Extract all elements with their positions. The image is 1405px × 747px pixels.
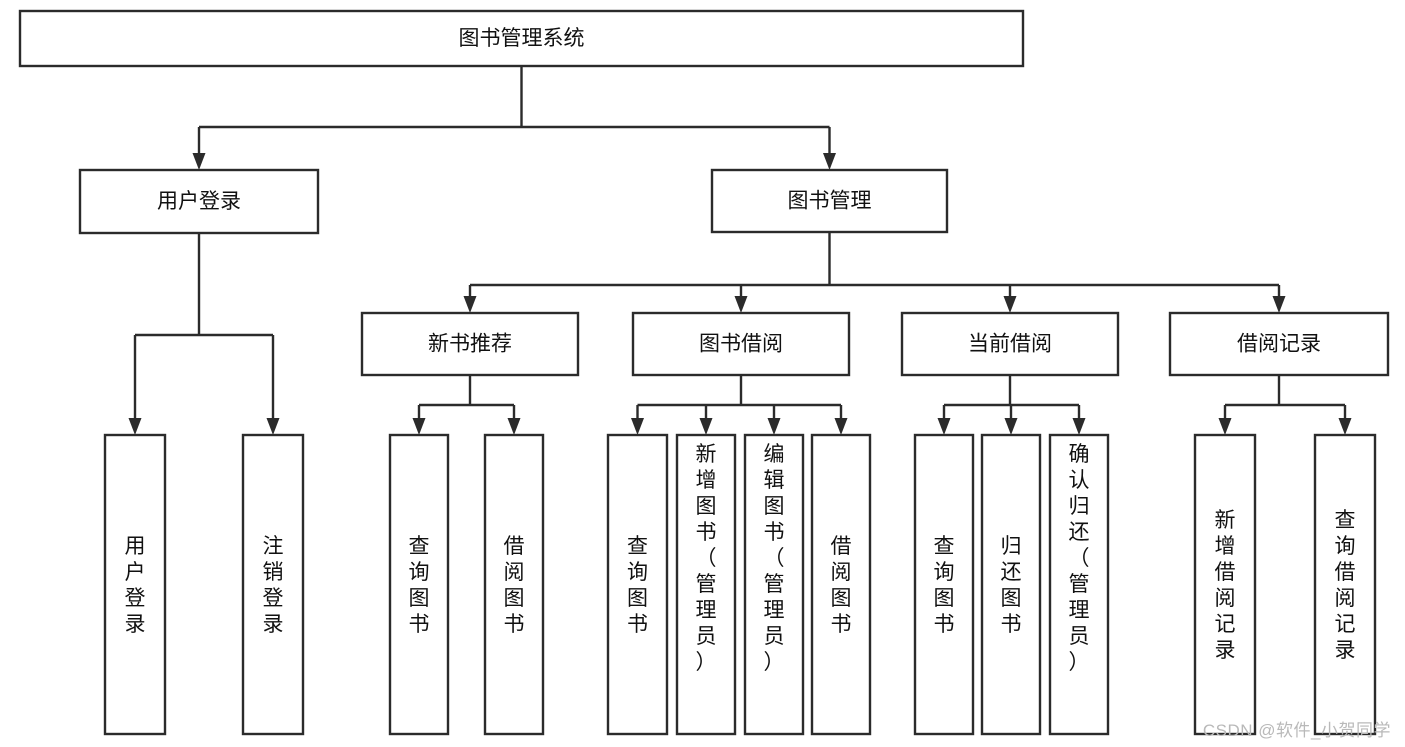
edge-arrowhead	[823, 153, 836, 170]
edge-arrowhead	[937, 418, 951, 435]
edge-arrowhead	[128, 418, 142, 435]
node-label: 新书推荐	[428, 333, 512, 356]
node-leaf-return-book[interactable]: 归还图书	[980, 433, 1042, 736]
edge-arrowhead	[1272, 296, 1286, 313]
edge-arrowhead	[1003, 296, 1017, 313]
node-box	[900, 311, 1120, 377]
node-borrow-record[interactable]: 借阅记录	[1168, 311, 1390, 377]
edge-arrowhead	[834, 418, 848, 435]
node-box	[913, 433, 975, 736]
edge-e-bm-bus	[463, 232, 1286, 313]
edge-arrowhead	[507, 418, 521, 435]
node-label: 查询图书	[934, 535, 955, 636]
node-box	[710, 168, 949, 234]
node-box	[675, 433, 737, 736]
node-leaf-logout[interactable]: 注销登录	[241, 433, 305, 736]
node-leaf-confirm-return[interactable]: 确认归还（管理员）	[1048, 433, 1110, 736]
node-box	[606, 433, 669, 736]
node-box	[388, 433, 450, 736]
node-box	[1313, 433, 1377, 736]
node-leaf-query-record[interactable]: 查询借阅记录	[1313, 433, 1377, 736]
node-box	[743, 433, 805, 736]
node-label: 新增图书（管理员）	[696, 443, 717, 674]
node-label: 用户登录	[157, 190, 241, 213]
node-box	[78, 168, 320, 235]
node-book-borrow[interactable]: 图书借阅	[631, 311, 851, 377]
edge-arrowhead	[266, 418, 280, 435]
node-user-login[interactable]: 用户登录	[78, 168, 320, 235]
node-leaf-query-book-3[interactable]: 查询图书	[913, 433, 975, 736]
node-label: 借阅图书	[504, 535, 525, 636]
edge-e-nbr-bus	[412, 375, 521, 435]
node-label: 图书管理	[788, 190, 872, 213]
node-leaf-add-record[interactable]: 新增借阅记录	[1193, 433, 1257, 736]
node-box	[241, 433, 305, 736]
edge-arrowhead	[1004, 418, 1018, 435]
node-label: 图书借阅	[699, 333, 783, 356]
edge-e-root-bus	[192, 66, 836, 170]
node-book-manage[interactable]: 图书管理	[710, 168, 949, 234]
node-leaf-user-login[interactable]: 用户登录	[103, 433, 167, 736]
edge-arrowhead	[631, 418, 644, 435]
node-leaf-add-book[interactable]: 新增图书（管理员）	[675, 433, 737, 736]
edge-arrowhead	[192, 153, 206, 170]
node-label: 图书管理系统	[459, 27, 585, 50]
node-box	[1168, 311, 1390, 377]
edge-e-br-bus	[1218, 375, 1352, 435]
node-leaf-borrow-book-1[interactable]: 借阅图书	[483, 433, 545, 736]
node-box	[1193, 433, 1257, 736]
edge-arrowhead	[767, 418, 781, 435]
node-label: 查询图书	[409, 535, 430, 636]
edge-arrowhead	[1218, 418, 1232, 435]
edge-e-cb-bus	[937, 375, 1086, 435]
node-box	[980, 433, 1042, 736]
node-label: 借阅图书	[831, 535, 852, 636]
edge-arrowhead	[463, 296, 477, 313]
edge-e-ul-bus	[128, 233, 280, 435]
csdn-watermark: CSDN @软件_小贺同学	[1202, 721, 1391, 740]
node-box	[103, 433, 167, 736]
node-label: 新增借阅记录	[1215, 509, 1236, 662]
node-label: 归还图书	[1001, 535, 1022, 636]
node-box	[631, 311, 851, 377]
node-leaf-query-book-2[interactable]: 查询图书	[606, 433, 669, 736]
node-box	[1048, 433, 1110, 736]
edge-arrowhead	[412, 418, 426, 435]
edge-arrowhead	[699, 418, 713, 435]
node-label: 借阅记录	[1237, 333, 1321, 356]
node-label: 用户登录	[125, 535, 146, 636]
edge-e-bb-bus	[631, 375, 848, 435]
node-box	[360, 311, 580, 377]
node-label: 查询借阅记录	[1335, 509, 1356, 662]
node-label: 查询图书	[627, 535, 648, 636]
node-leaf-query-book-1[interactable]: 查询图书	[388, 433, 450, 736]
node-layer: 图书管理系统用户登录图书管理新书推荐图书借阅当前借阅借阅记录用户登录注销登录查询…	[18, 9, 1390, 736]
node-label: 注销登录	[263, 535, 284, 636]
node-label: 编辑图书（管理员）	[764, 443, 785, 674]
node-label: 当前借阅	[968, 333, 1052, 356]
edge-arrowhead	[1072, 418, 1086, 435]
node-leaf-borrow-book-2[interactable]: 借阅图书	[810, 433, 872, 736]
node-label: 确认归还（管理员）	[1069, 443, 1090, 674]
node-box	[483, 433, 545, 736]
node-new-book-rec[interactable]: 新书推荐	[360, 311, 580, 377]
node-box	[810, 433, 872, 736]
node-root[interactable]: 图书管理系统	[18, 9, 1025, 68]
node-current-borrow[interactable]: 当前借阅	[900, 311, 1120, 377]
node-box	[18, 9, 1025, 68]
edge-arrowhead	[1338, 418, 1352, 435]
node-leaf-edit-book[interactable]: 编辑图书（管理员）	[743, 433, 805, 736]
edge-layer	[128, 66, 1352, 435]
edge-arrowhead	[734, 296, 748, 313]
